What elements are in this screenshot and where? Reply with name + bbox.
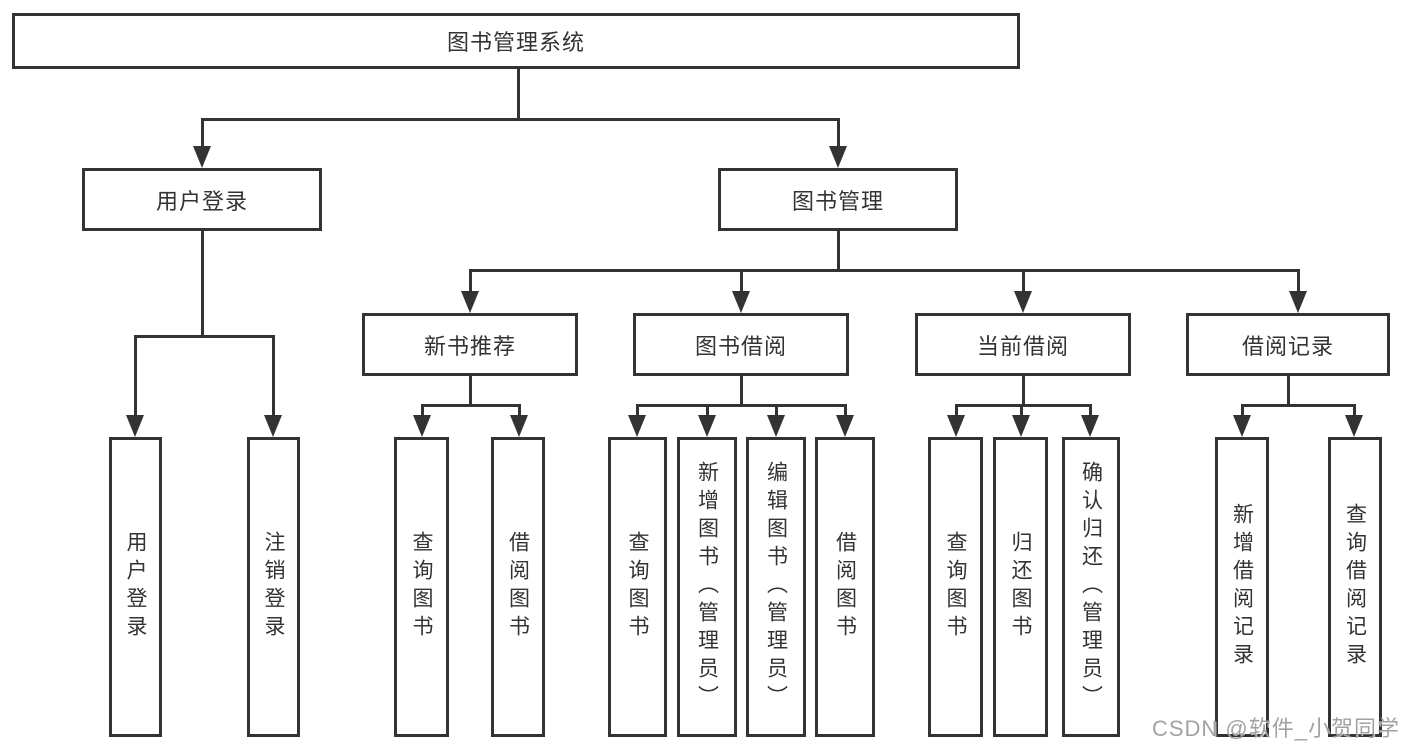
node-new-book-recommend: 新书推荐 <box>362 313 578 376</box>
arrow-down-icon <box>947 415 965 437</box>
arrow-down-icon <box>732 291 750 313</box>
connector-line <box>706 404 709 418</box>
connector-line <box>955 404 1091 407</box>
connector-line <box>1353 404 1356 418</box>
node-book-management: 图书管理 <box>718 168 958 231</box>
connector-root-branch <box>201 118 839 121</box>
arrow-down-icon <box>193 146 211 168</box>
csdn-watermark: CSDN @软件_小贺同学 <box>1151 716 1400 741</box>
connector-line <box>272 335 275 418</box>
arrow-down-icon <box>1233 415 1251 437</box>
connector-line <box>1020 404 1023 418</box>
arrow-down-icon <box>1012 415 1030 437</box>
connector-line <box>134 335 137 418</box>
connector-line <box>636 404 846 407</box>
connector-line <box>1089 404 1092 418</box>
connector-line <box>837 231 840 271</box>
connector-line <box>1297 269 1300 293</box>
arrow-down-icon <box>1081 415 1099 437</box>
node-borrow-records: 借阅记录 <box>1186 313 1390 376</box>
node-query-book-2: 查询图书 <box>608 437 667 737</box>
node-user-login: 用户登录 <box>82 168 322 231</box>
node-query-book-1: 查询图书 <box>394 437 449 737</box>
connector-line <box>1022 269 1025 293</box>
node-borrow-book-1: 借阅图书 <box>491 437 545 737</box>
connector-line <box>421 404 424 418</box>
connector-line <box>844 404 847 418</box>
connector-line <box>518 404 521 418</box>
node-user-login-leaf: 用户登录 <box>109 437 162 737</box>
node-query-book-3: 查询图书 <box>928 437 983 737</box>
node-add-book-admin: 新增图书（管理员） <box>677 437 737 737</box>
node-borrow-book-2: 借阅图书 <box>815 437 875 737</box>
connector-line <box>469 269 1299 272</box>
node-return-book: 归还图书 <box>993 437 1048 737</box>
arrow-down-icon <box>510 415 528 437</box>
node-query-borrow-record: 查询借阅记录 <box>1328 437 1382 737</box>
arrow-down-icon <box>1289 291 1307 313</box>
node-book-borrow: 图书借阅 <box>633 313 849 376</box>
connector-book-mgmt-stem <box>837 118 840 151</box>
connector-line <box>201 231 204 335</box>
arrow-down-icon <box>767 415 785 437</box>
connector-line <box>469 376 472 406</box>
node-current-borrow: 当前借阅 <box>915 313 1131 376</box>
connector-line <box>134 335 274 338</box>
node-confirm-return-admin: 确认归还（管理员） <box>1062 437 1120 737</box>
connector-line <box>740 269 743 293</box>
arrow-down-icon <box>413 415 431 437</box>
connector-line <box>1241 404 1356 407</box>
arrow-down-icon <box>461 291 479 313</box>
node-logout: 注销登录 <box>247 437 300 737</box>
connector-line <box>1287 376 1290 406</box>
arrow-down-icon <box>698 415 716 437</box>
connector-root-stem <box>517 69 520 119</box>
node-add-borrow-record: 新增借阅记录 <box>1215 437 1269 737</box>
arrow-down-icon <box>829 146 847 168</box>
arrow-down-icon <box>628 415 646 437</box>
connector-line <box>775 404 778 418</box>
arrow-down-icon <box>836 415 854 437</box>
connector-line <box>1241 404 1244 418</box>
connector-line <box>421 404 521 407</box>
arrow-down-icon <box>1014 291 1032 313</box>
arrow-down-icon <box>1345 415 1363 437</box>
node-root: 图书管理系统 <box>12 13 1020 69</box>
arrow-down-icon <box>126 415 144 437</box>
connector-line <box>740 376 743 406</box>
connector-line <box>1022 376 1025 406</box>
node-edit-book-admin: 编辑图书（管理员） <box>746 437 806 737</box>
connector-line <box>469 269 472 293</box>
connector-line <box>636 404 639 418</box>
arrow-down-icon <box>264 415 282 437</box>
connector-line <box>955 404 958 418</box>
connector-user-login-stem <box>201 118 204 151</box>
